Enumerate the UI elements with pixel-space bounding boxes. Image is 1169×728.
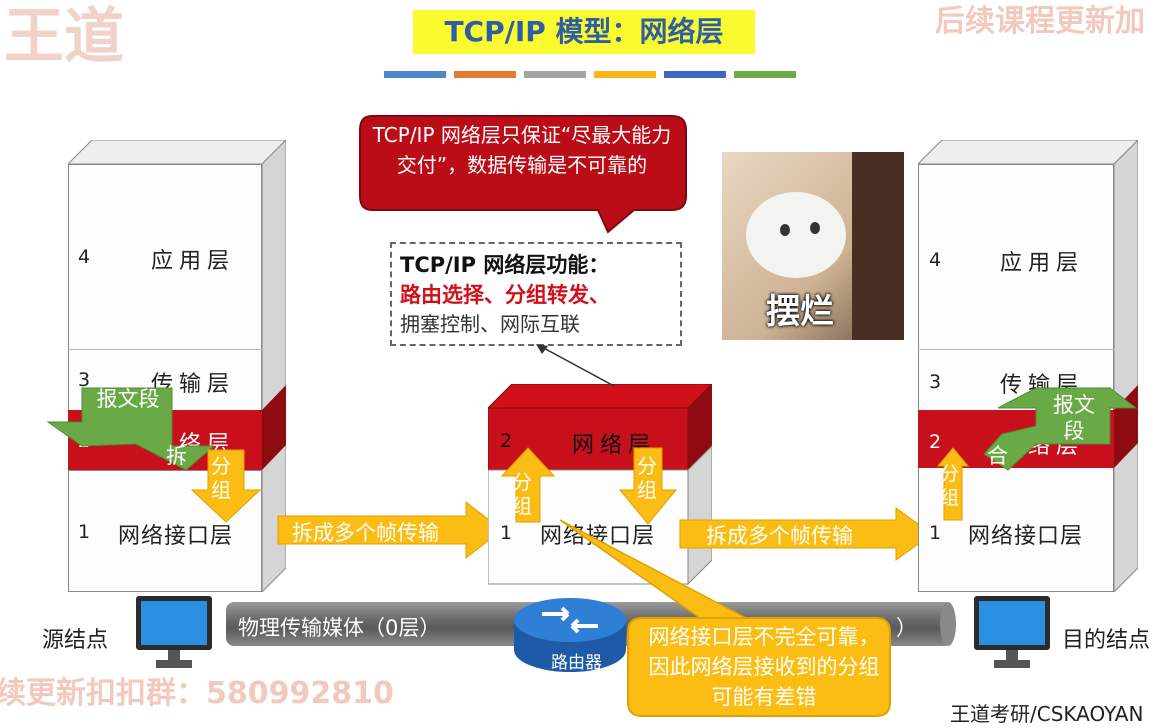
segment-label-left: 报文段 xyxy=(96,387,160,411)
watermark-bottom-left: 续更新扣扣群：580992810 xyxy=(0,676,394,711)
segment-up-arrow xyxy=(983,387,1138,471)
watermark-bottom-right: 王道考研/CSKAOYAN xyxy=(950,702,1144,726)
meme-cat-image: 摆烂 xyxy=(722,152,904,340)
dest-node-label: 目的结点 xyxy=(1062,628,1151,653)
src-layer4-num: 4 xyxy=(78,246,91,268)
packet-label-router-down: 分组 xyxy=(637,454,657,502)
page-title: TCP/IP 模型：网络层 xyxy=(413,10,755,54)
split-label: 拆 xyxy=(166,444,187,468)
router-layer2-num: 2 xyxy=(500,430,513,452)
packet-up-arrow-right xyxy=(936,447,970,521)
src-layer4-name: 应用层 xyxy=(151,249,236,274)
source-computer-icon xyxy=(136,596,212,674)
meme-text: 摆烂 xyxy=(766,292,834,332)
yellow-callout-text: 网络接口层不完全可靠，因此网络层接收到的分组可能有差错 xyxy=(648,625,880,709)
src-layer1-name: 网络接口层 xyxy=(118,524,234,549)
packet-label-right: 分组 xyxy=(940,463,960,509)
segment-down-arrow xyxy=(46,387,214,471)
dst-layer4-name: 应用层 xyxy=(1000,251,1085,276)
frame-arrow-right xyxy=(679,507,933,561)
dst-layer1-name: 网络接口层 xyxy=(968,524,1084,549)
accent-bar xyxy=(664,71,726,78)
packet-down-arrow-router xyxy=(618,447,678,525)
stack-3d-frame-right xyxy=(918,140,1138,592)
router-icon xyxy=(514,598,626,672)
dest-stack xyxy=(918,140,1138,592)
packet-label-left: 分组 xyxy=(211,454,231,502)
function-pointer-arrow xyxy=(536,344,615,387)
packet-up-arrow-router xyxy=(500,447,556,523)
accent-bar xyxy=(454,71,516,78)
stack-3d-frame xyxy=(68,140,286,592)
function-rest: 拥塞控制、网际互联 xyxy=(400,312,580,336)
accent-bar xyxy=(524,71,586,78)
merge-label: 合 xyxy=(987,444,1008,468)
accent-bar xyxy=(734,71,796,78)
dst-layer3-num: 3 xyxy=(929,371,942,393)
segment-label-right: 报文段 xyxy=(1053,393,1095,443)
function-key: 路由选择、分组转发、 xyxy=(400,283,610,307)
source-node-label: 源结点 xyxy=(42,628,109,653)
dst-layer1-num: 1 xyxy=(929,522,942,544)
red-callout-shape xyxy=(359,115,687,234)
frame-label-right: 拆成多个帧传输 xyxy=(706,524,853,548)
dst-layer4-num: 4 xyxy=(929,249,942,271)
dst-layer2-num: 2 xyxy=(929,431,942,453)
accent-bar xyxy=(594,71,656,78)
red-callout-text: TCP/IP 网络层只保证“尽最大能力交付”，数据传输是不可靠的 xyxy=(372,123,672,177)
accent-bar xyxy=(384,71,446,78)
watermark-top-right: 后续课程更新加 xyxy=(935,4,1145,39)
packet-label-router-up: 分组 xyxy=(512,470,532,518)
router-layer1-num: 1 xyxy=(500,522,513,544)
function-heading: TCP/IP 网络层功能： xyxy=(400,253,610,277)
frame-label-left: 拆成多个帧传输 xyxy=(292,521,439,545)
packet-down-arrow-left xyxy=(190,449,262,523)
watermark-top-left: 王道 xyxy=(4,2,124,72)
frame-arrow-left xyxy=(277,500,503,560)
pipe-label-right-fragment: ） xyxy=(896,616,917,640)
yellow-callout-shape xyxy=(559,519,891,717)
dest-computer-icon xyxy=(974,596,1050,674)
src-layer1-num-text: 1 xyxy=(78,521,91,543)
network-function-box: TCP/IP 网络层功能： 路由选择、分组转发、 拥塞控制、网际互联 xyxy=(390,242,682,346)
pipe-label: 物理传输媒体（0层） xyxy=(238,616,441,640)
src-layer3-num: 3 xyxy=(78,369,91,391)
router-label: 路由器 xyxy=(551,653,602,673)
